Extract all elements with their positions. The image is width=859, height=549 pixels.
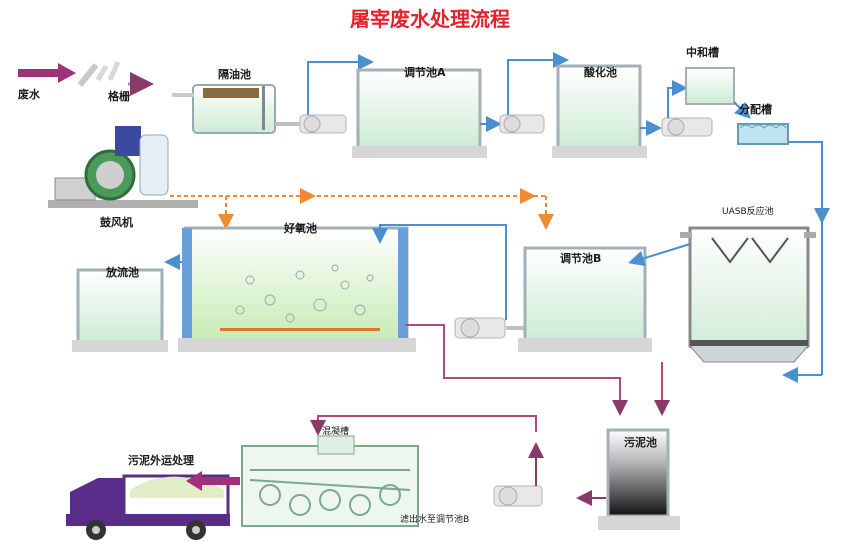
sludge-transport-arrow bbox=[186, 471, 240, 491]
discharge-tank bbox=[72, 268, 168, 352]
label-wastewater: 废水 bbox=[18, 87, 41, 101]
label-equalization-b: 调节池B bbox=[560, 251, 601, 265]
label-distribution: 分配槽 bbox=[739, 102, 772, 116]
equalization-tank-a bbox=[352, 68, 487, 158]
oil-separator-tank bbox=[172, 84, 276, 134]
label-acidification: 酸化池 bbox=[584, 65, 617, 79]
sludge-tank bbox=[598, 428, 680, 530]
label-sludge-transport: 污泥外运处理 bbox=[128, 453, 194, 467]
pump-2-icon bbox=[499, 114, 545, 134]
label-equalization-a: 调节池A bbox=[404, 65, 446, 79]
equalization-tank-b bbox=[518, 246, 652, 352]
neutralization-tank bbox=[685, 67, 735, 105]
diagram-title: 屠宰废水处理流程 bbox=[350, 7, 510, 31]
pump-3-icon bbox=[661, 117, 713, 137]
pump-4-icon bbox=[454, 317, 506, 339]
sludge-pipe bbox=[405, 324, 670, 416]
blower-icon bbox=[48, 126, 198, 208]
acidification-tank bbox=[552, 64, 647, 158]
distribution-tank bbox=[737, 123, 789, 145]
pump-1-icon bbox=[299, 114, 347, 134]
label-sludge-tank: 污泥池 bbox=[624, 435, 657, 449]
label-coagulation: 混凝槽 bbox=[322, 425, 349, 437]
label-blower: 鼓风机 bbox=[100, 215, 133, 229]
label-uasb: UASB反应池 bbox=[722, 205, 774, 217]
label-filtrate-return: 滤出水至调节池B bbox=[400, 513, 469, 525]
wastewater-inlet-arrow bbox=[18, 63, 76, 83]
truck-icon bbox=[66, 474, 230, 540]
belt-filter-press bbox=[241, 435, 419, 527]
screen-icon bbox=[77, 60, 154, 96]
label-screen: 格栅 bbox=[108, 89, 130, 103]
label-oil-separator: 隔油池 bbox=[218, 67, 251, 81]
label-discharge: 放流池 bbox=[105, 265, 139, 279]
aerobic-tank bbox=[178, 226, 416, 352]
uasb-reactor bbox=[680, 226, 816, 363]
label-aerobic: 好氧池 bbox=[283, 221, 317, 235]
label-neutralization: 中和槽 bbox=[686, 45, 719, 59]
pump-5-icon bbox=[493, 485, 543, 507]
air-pipe bbox=[170, 188, 554, 230]
